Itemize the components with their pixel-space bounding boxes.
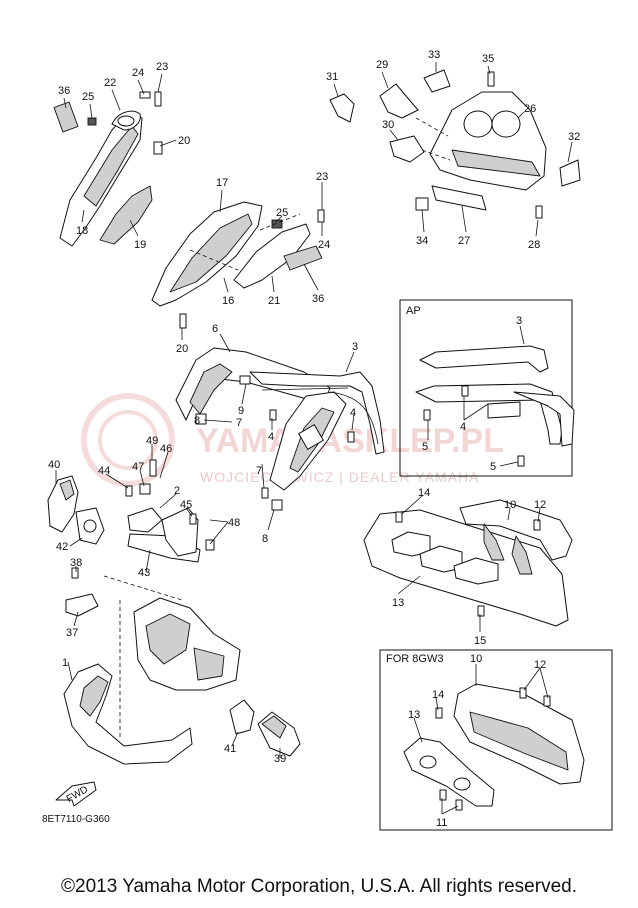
part-number-13: 13 <box>392 597 404 609</box>
drawing-code: 8ET7110-G360 <box>42 814 110 825</box>
cowling-left-group <box>53 91 163 247</box>
part-number-labels: 36 25 22 24 23 20 18 19 17 23 25 24 21 3… <box>48 49 580 829</box>
part-number-43: 43 <box>138 567 150 579</box>
inset-ap: AP <box>399 299 575 477</box>
part-number-2: 2 <box>174 485 180 497</box>
part-number-21: 21 <box>268 295 280 307</box>
inset-ap-label: AP <box>406 305 421 317</box>
part-number-10-8gw3: 10 <box>470 653 482 665</box>
part-number-22: 22 <box>104 77 116 89</box>
part-number-41: 41 <box>224 743 236 755</box>
part-number-37: 37 <box>66 627 78 639</box>
part-number-12-8gw3: 12 <box>534 659 546 671</box>
part-number-40: 40 <box>48 459 60 471</box>
part-number-25b: 25 <box>276 207 288 219</box>
part-number-31: 31 <box>326 71 338 83</box>
part-number-32: 32 <box>568 131 580 143</box>
part-number-5b-ap: 5 <box>490 461 496 473</box>
part-number-12: 12 <box>534 499 546 511</box>
part-number-6: 6 <box>212 323 218 335</box>
part-number-35: 35 <box>482 53 494 65</box>
part-number-7b: 7 <box>256 465 262 477</box>
part-number-7: 7 <box>236 417 242 429</box>
part-number-10: 10 <box>504 499 516 511</box>
part-number-3-ap: 3 <box>516 315 522 327</box>
copyright-notice: ©2013 Yamaha Motor Corporation, U.S.A. A… <box>61 876 577 897</box>
skid-plate-group <box>363 499 573 627</box>
watermark-sub: WOJCIECHOWICZ | DEALER YAMAHA <box>200 469 479 485</box>
part-number-28: 28 <box>528 239 540 251</box>
part-number-19: 19 <box>134 239 146 251</box>
part-number-15: 15 <box>474 635 486 647</box>
part-number-24: 24 <box>132 67 144 79</box>
bracket-group <box>47 459 215 617</box>
part-number-13-8gw3: 13 <box>408 709 420 721</box>
part-number-4-ap: 4 <box>460 421 466 433</box>
part-number-4b: 4 <box>350 407 356 419</box>
part-number-1: 1 <box>62 657 68 669</box>
part-number-20b: 20 <box>176 343 188 355</box>
frame-bumper-group <box>175 347 385 511</box>
part-number-49: 49 <box>146 435 158 447</box>
part-number-25: 25 <box>82 91 94 103</box>
part-number-36: 36 <box>58 85 70 97</box>
part-number-29: 29 <box>376 59 388 71</box>
cowling-center-group <box>151 201 325 329</box>
part-number-33: 33 <box>428 49 440 61</box>
lower-frame-group <box>63 575 301 765</box>
fwd-arrow: FWD <box>55 781 97 807</box>
watermark-logo-icon <box>81 393 175 487</box>
part-number-20: 20 <box>178 135 190 147</box>
part-number-46: 46 <box>160 443 172 455</box>
part-number-42: 42 <box>56 541 68 553</box>
gauge-cover-group <box>329 69 581 219</box>
inset-8gw3-label: FOR 8GW3 <box>386 653 443 665</box>
part-number-14-8gw3: 14 <box>432 689 444 701</box>
part-number-27: 27 <box>458 235 470 247</box>
part-number-9: 9 <box>238 405 244 417</box>
part-number-17: 17 <box>216 177 228 189</box>
part-number-4: 4 <box>268 431 274 443</box>
part-number-24b: 24 <box>318 239 330 251</box>
part-number-30: 30 <box>382 119 394 131</box>
part-number-5-ap: 5 <box>422 441 428 453</box>
part-number-8b: 8 <box>262 533 268 545</box>
part-number-8: 8 <box>194 415 200 427</box>
part-number-48: 48 <box>228 517 240 529</box>
part-number-14: 14 <box>418 487 430 499</box>
part-number-16: 16 <box>222 295 234 307</box>
part-number-39: 39 <box>274 753 286 765</box>
part-number-38: 38 <box>70 557 82 569</box>
part-number-26: 26 <box>524 103 536 115</box>
part-number-11-8gw3: 11 <box>436 817 447 829</box>
part-number-34: 34 <box>416 235 428 247</box>
part-number-44: 44 <box>98 465 110 477</box>
part-number-23b: 23 <box>316 171 328 183</box>
part-number-3: 3 <box>352 341 358 353</box>
leader-lines <box>55 62 573 815</box>
part-number-18: 18 <box>76 225 88 237</box>
part-number-47: 47 <box>132 461 144 473</box>
part-number-45: 45 <box>180 499 192 511</box>
part-number-23: 23 <box>156 61 168 73</box>
inset-8gw3: FOR 8GW3 <box>379 649 613 831</box>
part-number-36b: 36 <box>312 293 324 305</box>
